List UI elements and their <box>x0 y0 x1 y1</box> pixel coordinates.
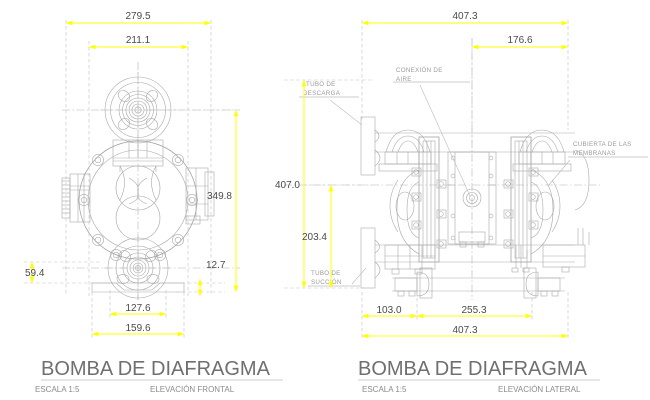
callout-air-connection: CONEXIÓN DE AIRE <box>396 67 443 83</box>
dim-lat-foot-offset: 103.0 <box>376 305 401 316</box>
lateral-scale-label: ESCALA 1:5 <box>362 385 407 394</box>
lateral-title-block: BOMBA DE DIAFRAGMA ESCALA 1:5 ELEVACIÓN … <box>358 358 600 394</box>
lateral-base-rail <box>392 267 565 299</box>
dim-lat-overall-length-bottom: 407.3 <box>452 325 477 336</box>
callout-discharge-line1: TUBO DE <box>306 81 336 88</box>
lateral-title: BOMBA DE DIAFRAGMA <box>358 358 588 380</box>
dim-lat-suction-height: 203.4 <box>302 232 327 243</box>
lateral-right-bolts <box>503 167 539 249</box>
front-base-plate <box>91 282 185 293</box>
callout-suction-line2: SUCCIÓN <box>311 279 342 286</box>
dim-lat-overall-length-top: 407.3 <box>452 11 477 22</box>
dim-bolt-spacing: 127.6 <box>125 303 150 314</box>
front-title-block: BOMBA DE DIAFRAGMA ESCALA 1:5 ELEVACIÓN … <box>35 358 283 394</box>
lateral-left-chamber <box>389 136 447 263</box>
callout-air-line1: CONEXIÓN DE <box>396 67 443 74</box>
lateral-extension-lines <box>284 20 569 340</box>
dim-lat-foot-spacing: 255.3 <box>461 305 486 316</box>
front-extension-lines <box>24 20 236 338</box>
lateral-right-chamber <box>503 136 561 263</box>
front-right-appendage <box>185 167 215 225</box>
lateral-dimension-lines <box>301 20 569 339</box>
lateral-right-bracket <box>574 149 590 245</box>
callout-membrane-line2: MEMBRANAS <box>573 150 616 157</box>
dim-overall-height: 349.8 <box>207 191 232 202</box>
lateral-elevation-view: TUBO DE DESCARGA CONEXIÓN DE AIRE CUBIER… <box>275 11 648 394</box>
lateral-air-valve-block <box>447 151 497 248</box>
dim-base-width: 159.6 <box>125 323 150 334</box>
lateral-view-label: ELEVACIÓN LATERAL <box>498 385 581 394</box>
front-scale-label: ESCALA 1:5 <box>35 385 80 394</box>
callout-discharge-pipe: TUBO DE DESCARGA <box>303 81 341 97</box>
dim-overall-width: 279.5 <box>125 11 150 22</box>
front-elevation-view: 279.5 211.1 349.8 59.4 12.7 127.6 159.6 … <box>24 11 283 394</box>
callout-suction-pipe: TUBO DE SUCCIÓN <box>311 270 342 286</box>
front-dimension-lines <box>29 20 239 337</box>
dim-lat-partial-length: 176.6 <box>507 35 532 46</box>
front-title: BOMBA DE DIAFRAGMA <box>41 358 271 380</box>
lateral-upper-manifold <box>375 129 575 172</box>
callout-suction-line1: TUBO DE <box>311 270 341 277</box>
dim-body-width: 211.1 <box>126 35 151 46</box>
dim-base-height: 59.4 <box>25 268 45 279</box>
dim-base-thickness: 12.7 <box>206 260 226 271</box>
lateral-left-bolts <box>411 167 447 249</box>
callout-membrane-line1: CUBIERTA DE LAS <box>573 141 632 148</box>
lateral-discharge-flange <box>360 116 381 176</box>
front-view-label: ELEVACIÓN FRONTAL <box>150 385 235 394</box>
lateral-lower-manifold <box>375 244 586 275</box>
lateral-callout-leaders <box>299 81 648 287</box>
callout-air-line2: AIRE <box>396 76 412 83</box>
callout-membrane-cover: CUBIERTA DE LAS MEMBRANAS <box>573 141 632 157</box>
dim-lat-overall-height: 407.0 <box>275 180 300 191</box>
callout-discharge-line2: DESCARGA <box>303 90 341 97</box>
